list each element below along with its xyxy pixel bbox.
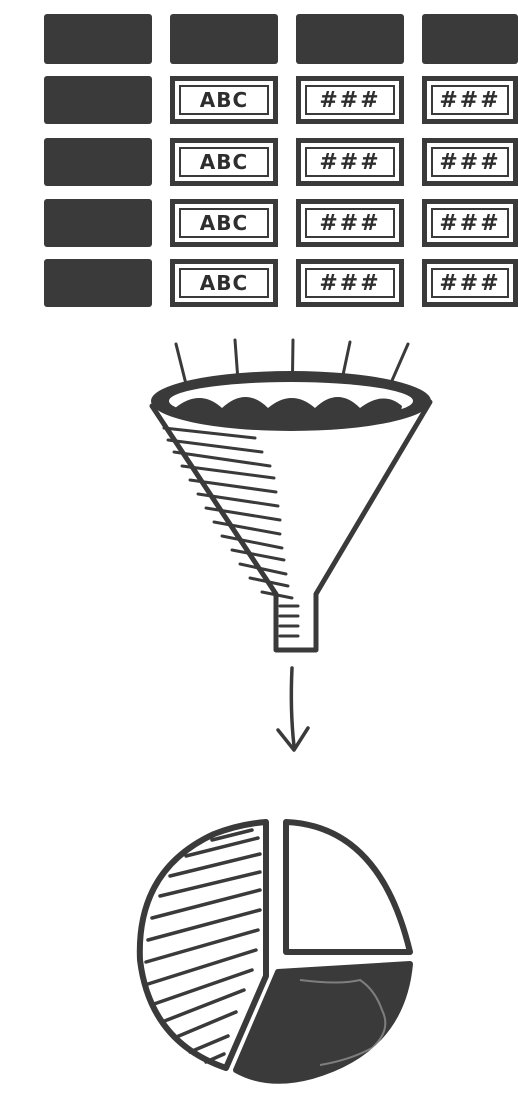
pie-chart-icon — [0, 780, 518, 1096]
funnel-icon — [0, 0, 518, 660]
arrow-down-icon — [0, 660, 518, 780]
